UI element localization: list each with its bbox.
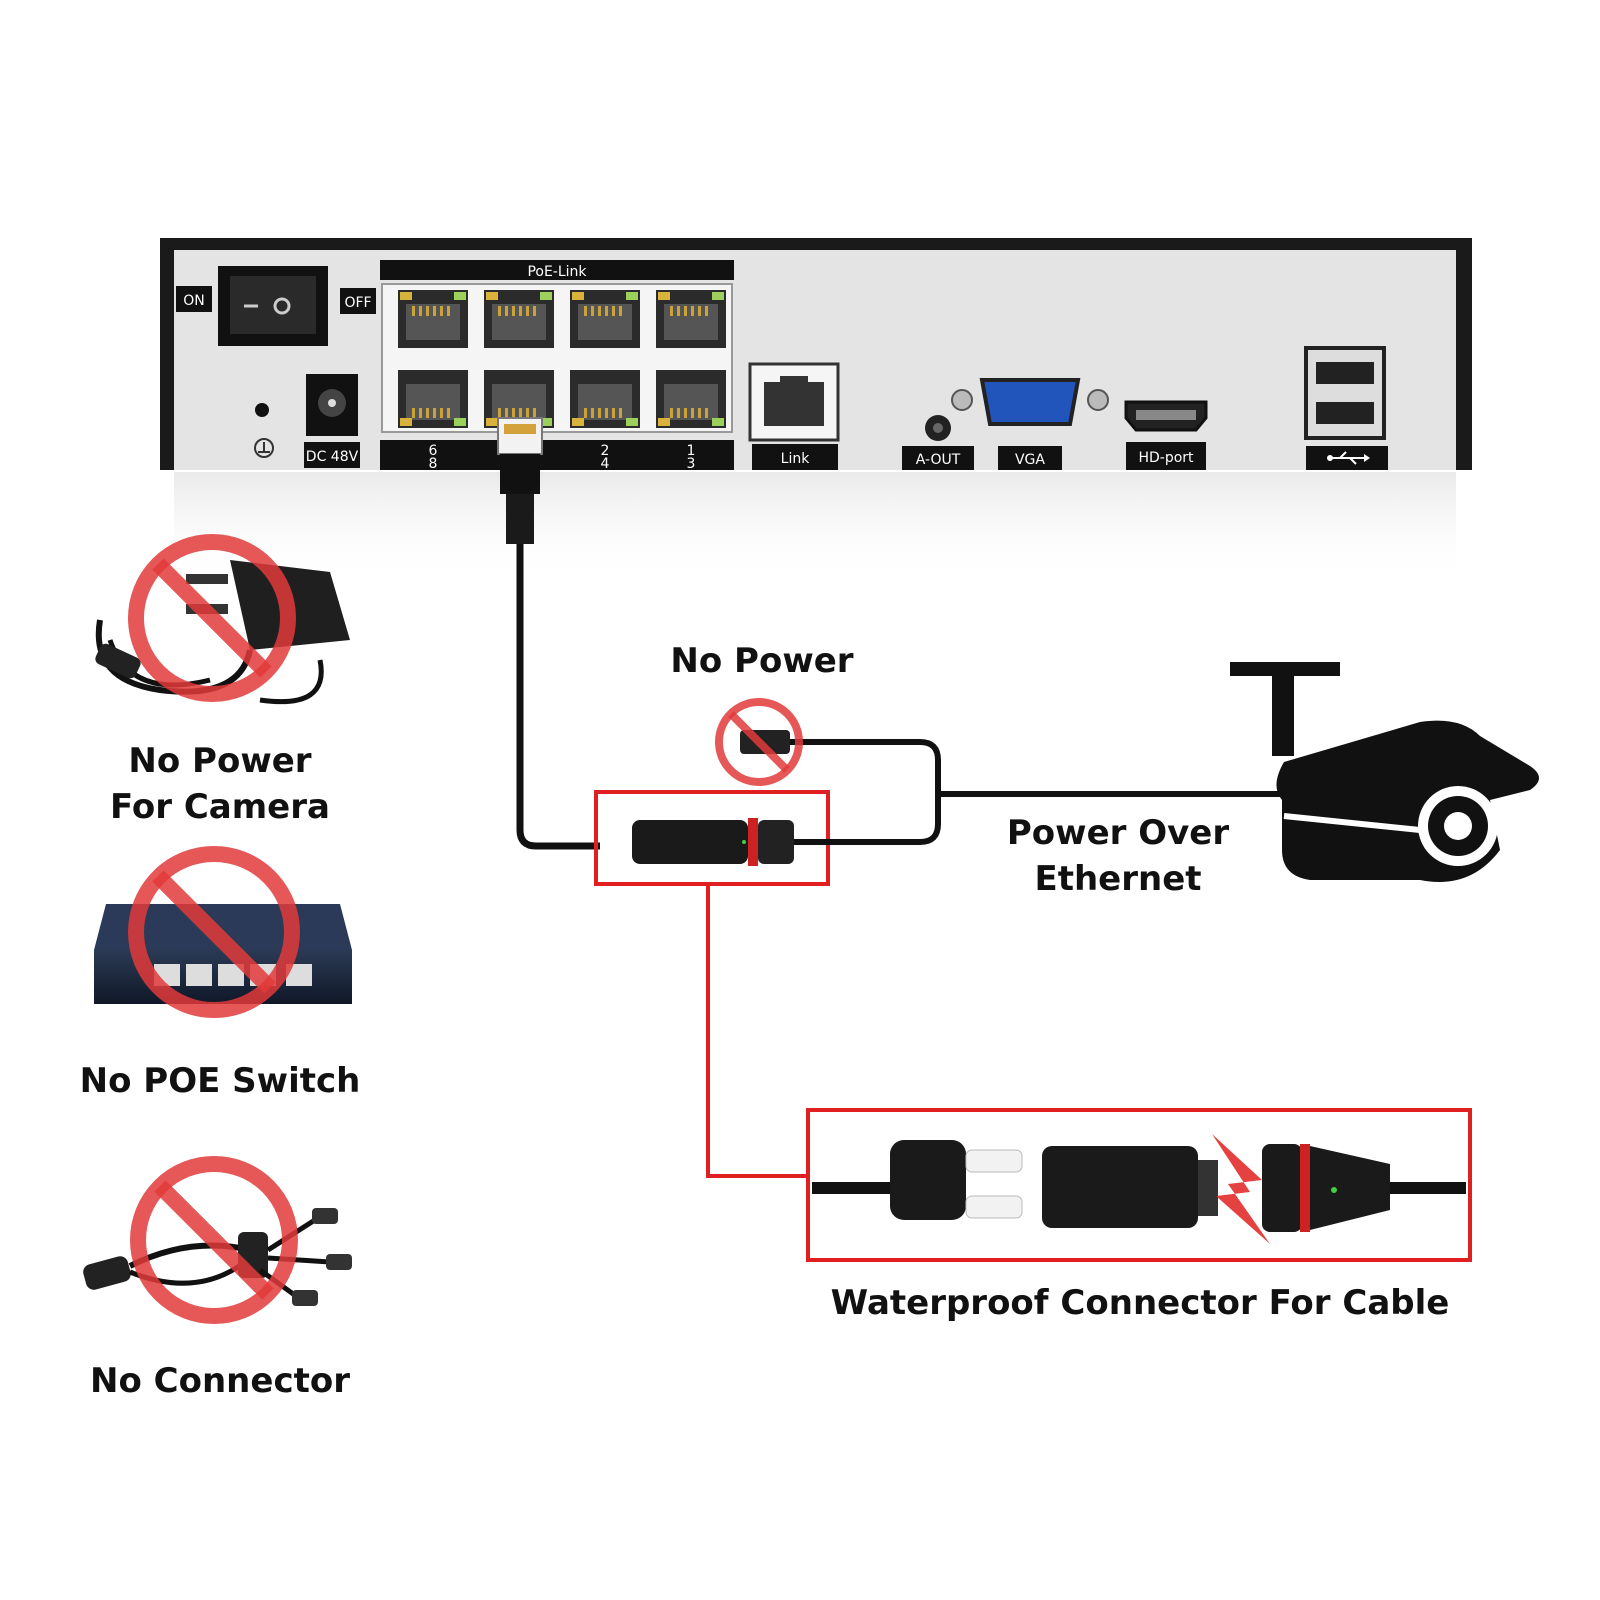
caption-line: For Camera [110, 787, 330, 827]
vga-screw-left [951, 389, 973, 411]
switch-on-tag [176, 286, 212, 312]
ground-icon [254, 438, 274, 458]
poe-label-line2: Ethernet [1034, 859, 1201, 899]
splitter-cable-illustration [83, 1208, 352, 1306]
power-switch-rocker [230, 276, 316, 334]
dc-label: DC 48V [306, 449, 359, 465]
port-number-bottom: 3 [687, 456, 696, 472]
waterproof-connector-detail [812, 1134, 1466, 1244]
no-power-label: No Power [670, 641, 853, 681]
poe-ports [398, 290, 726, 428]
nvr-reflection [174, 472, 1456, 582]
usb-port-top [1316, 362, 1374, 384]
port-numbers: 6 2 1 8 4 3 [429, 443, 696, 472]
prohibit-icon-adapter [128, 534, 296, 702]
prohibit-icon-connector [130, 1156, 298, 1324]
no-connector-caption: No Connector [60, 1358, 380, 1404]
poe-port [570, 290, 640, 348]
ground-screw [255, 403, 269, 417]
callout-line [706, 884, 808, 1178]
caption-line: No Power [128, 741, 312, 781]
no-power-camera-caption: No Power For Camera [60, 738, 380, 830]
switch-off-mark [273, 297, 291, 315]
aout-tag [902, 446, 974, 470]
waterproof-label: Waterproof Connector For Cable [831, 1283, 1450, 1323]
hdport-tag [1126, 442, 1206, 470]
poe-port [570, 370, 640, 428]
port-number-strip [380, 440, 734, 470]
ethernet-cable-nvr [516, 544, 600, 850]
caption-line: No Connector [90, 1361, 350, 1401]
hdmi-port-contacts [1136, 410, 1196, 420]
audio-out-jack-hole [933, 423, 943, 433]
poe-port [656, 290, 726, 348]
waterproof-connector-small [632, 818, 794, 866]
dc-jack-pin [328, 399, 336, 407]
caption-line: No POE Switch [79, 1061, 361, 1101]
connector-highlight-box [594, 790, 830, 886]
link-port-tab [780, 376, 808, 386]
no-power-dc-jack [715, 698, 803, 786]
usb-ports [1304, 346, 1386, 440]
vga-port [979, 378, 1081, 426]
poe-port [398, 290, 468, 348]
poe-header-bar [380, 260, 734, 280]
nvr-rear-panel: ON OFF DC 48V PoE-Link 6 2 1 8 4 3 Link [160, 238, 1472, 582]
no-poe-switch-caption: No POE Switch [60, 1058, 380, 1104]
port-number-top: 6 [429, 443, 438, 459]
poe-header-label: PoE-Link [527, 264, 587, 280]
port-number-bottom: 4 [601, 456, 610, 472]
poe-port [484, 290, 554, 348]
link-port-socket [764, 382, 824, 426]
switch-off-tag [340, 288, 376, 314]
poe-label-line1: Power Over [1007, 813, 1229, 853]
rj45-plug [497, 417, 543, 544]
switch-on-label: ON [183, 293, 205, 309]
poe-port [656, 370, 726, 428]
port-number-top: 1 [687, 443, 696, 459]
vga-screw-right [1087, 389, 1109, 411]
waterproof-detail-box [806, 1108, 1472, 1262]
port-number-top: 2 [601, 443, 610, 459]
vga-tag [998, 446, 1062, 470]
link-tag [752, 444, 838, 470]
usb-port-bottom [1316, 402, 1374, 424]
switch-off-label: OFF [344, 295, 371, 311]
poe-port [398, 370, 468, 428]
dc-tag [304, 442, 360, 468]
prohibit-icon-switch [128, 846, 300, 1018]
lightning-icon [1212, 1134, 1270, 1244]
usb-icon [1327, 451, 1370, 465]
hdport-label: HD-port [1138, 450, 1194, 466]
link-label: Link [781, 451, 811, 467]
aout-label: A-OUT [916, 452, 961, 468]
vga-label: VGA [1015, 452, 1045, 468]
port-number-bottom: 8 [429, 456, 438, 472]
bullet-camera [1230, 662, 1539, 882]
